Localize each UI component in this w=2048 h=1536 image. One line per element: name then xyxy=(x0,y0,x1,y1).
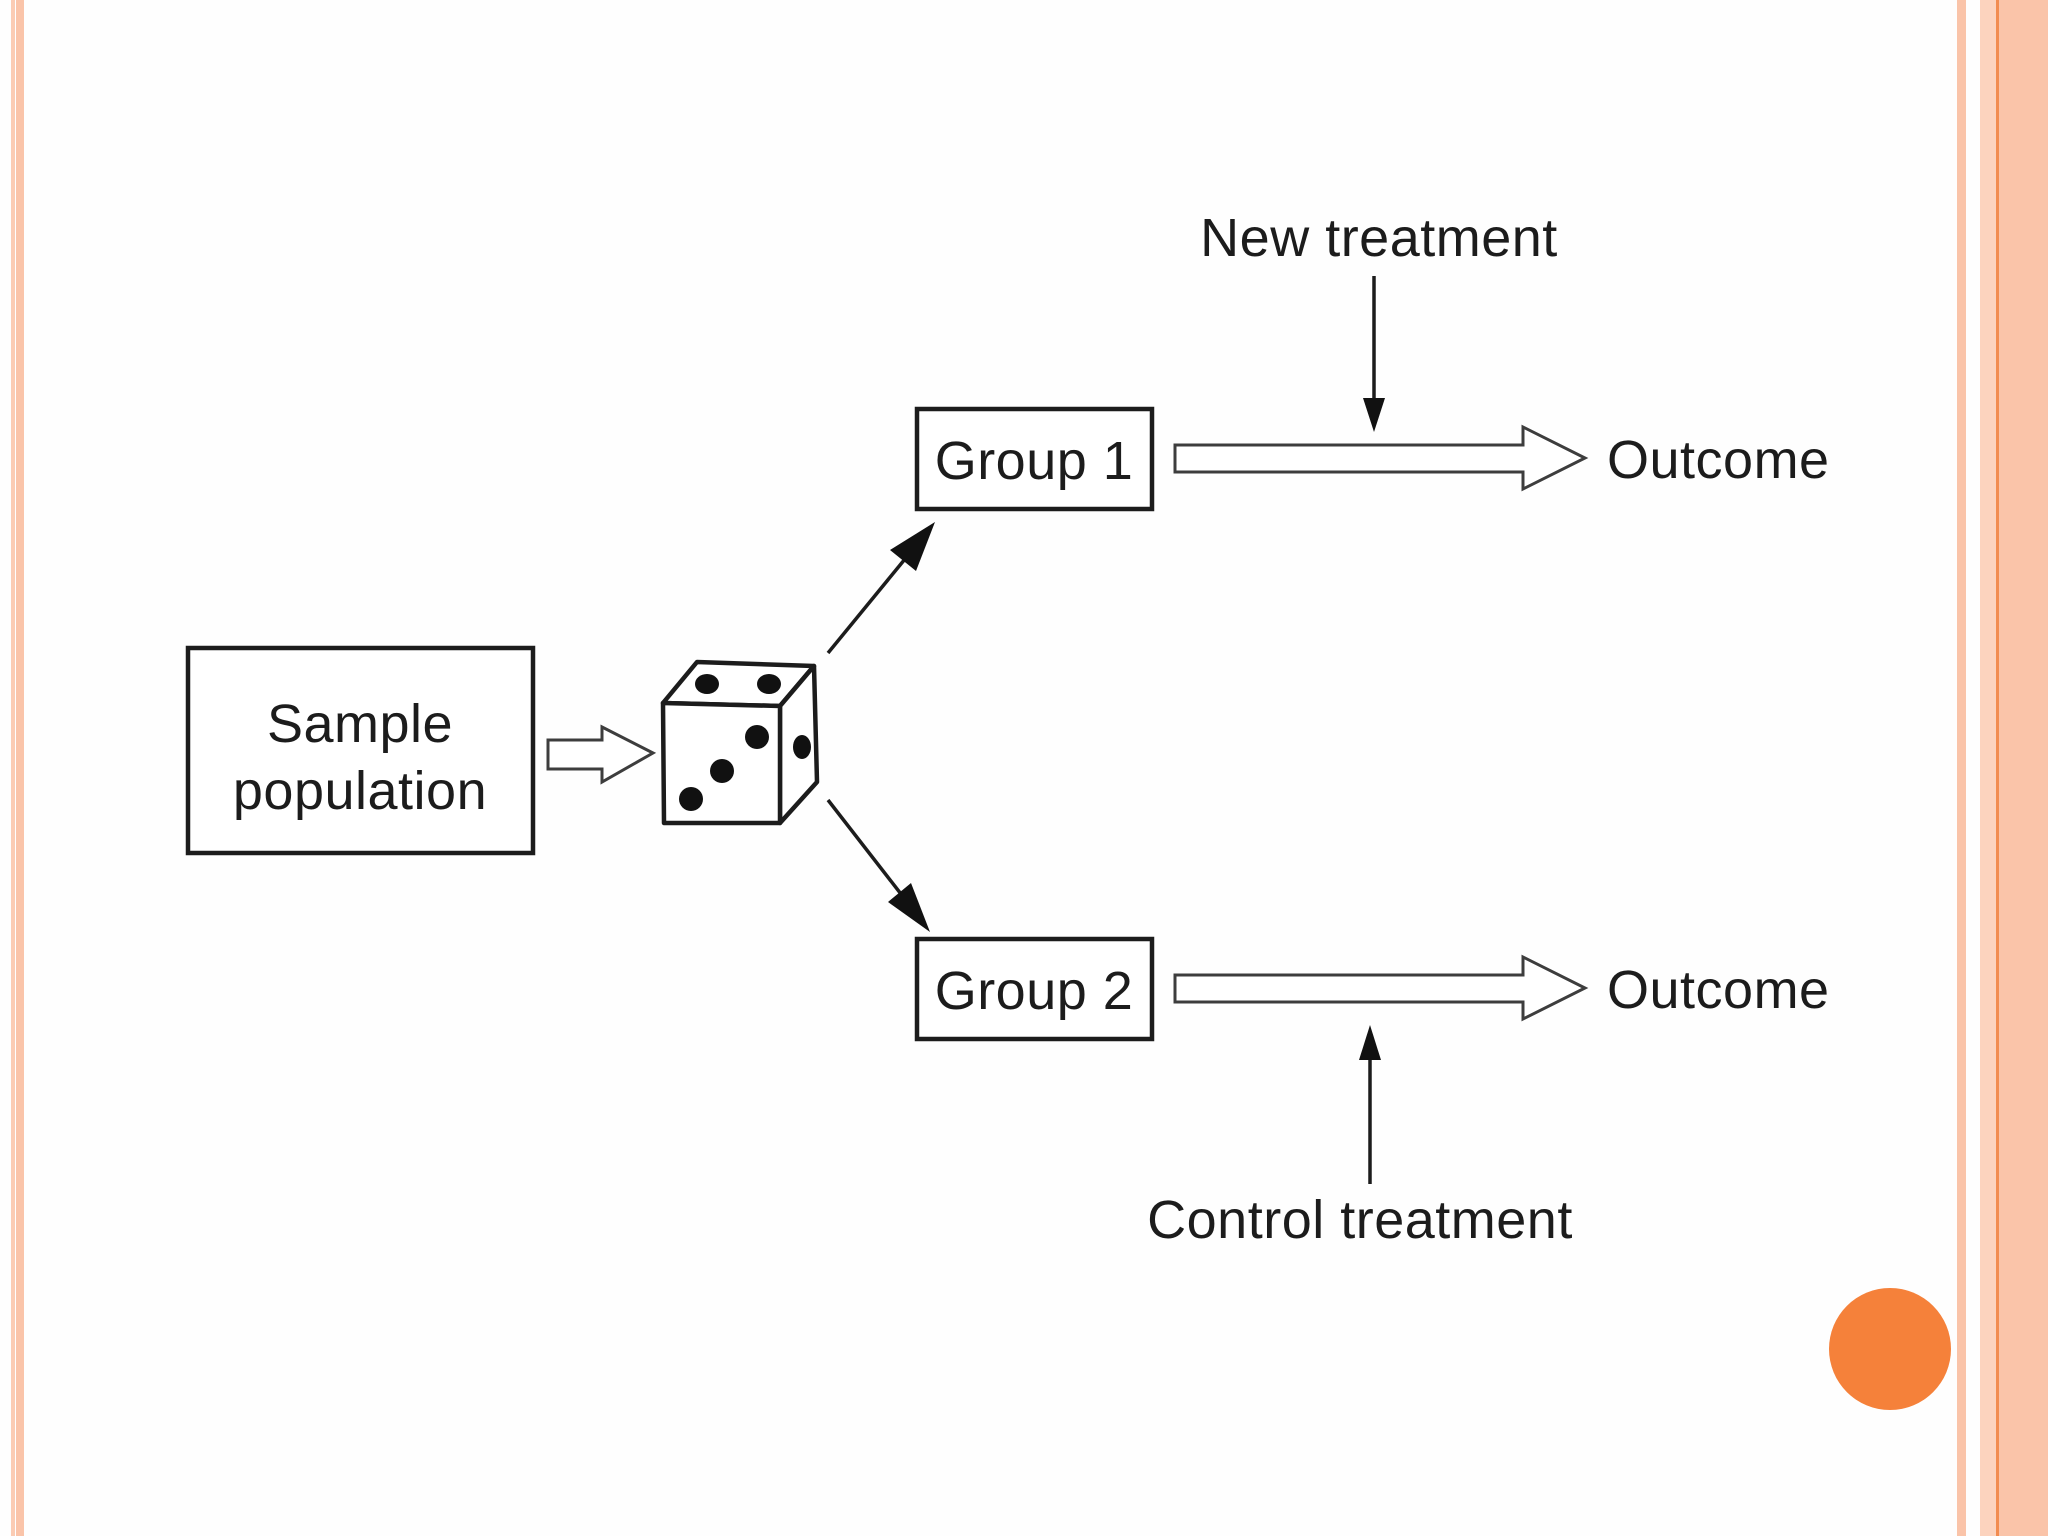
group1-to-outcome-block-arrow-icon xyxy=(1173,424,1589,492)
dice-pip xyxy=(710,759,734,783)
dice-pip xyxy=(695,674,719,694)
dice-pip xyxy=(679,787,703,811)
new-treatment-label: New treatment xyxy=(1200,208,1558,268)
allocation-arrowhead xyxy=(890,522,935,571)
group-2-label: Group 2 xyxy=(935,961,1134,1021)
group-2-box: Group 2 xyxy=(914,936,1155,1042)
new-treatment-arrow-down-icon xyxy=(1363,276,1385,432)
dice-pip xyxy=(757,674,781,694)
control-treatment-label: Control treatment xyxy=(1147,1190,1573,1250)
sample-population-label-line2: population xyxy=(233,761,487,821)
allocation-arrowhead xyxy=(888,883,930,932)
group2-to-outcome-block-arrow-icon xyxy=(1173,954,1589,1022)
outcome-label-top: Outcome xyxy=(1607,430,1830,490)
dice-icon xyxy=(660,659,820,826)
left-border-stripe-thin xyxy=(11,0,15,1536)
allocation-arrow-line xyxy=(826,798,903,896)
sample-population-rect xyxy=(185,645,536,856)
group-2-rect xyxy=(914,936,1155,1042)
treatment-arrowhead xyxy=(1363,398,1385,432)
group-1-label: Group 1 xyxy=(935,431,1134,491)
sample-to-dice-block-arrow-icon xyxy=(546,724,657,785)
right-border-band-main xyxy=(1999,0,2048,1536)
left-border-stripe-thick xyxy=(16,0,24,1536)
sample-population-label-line1: Sample xyxy=(267,694,453,754)
right-border-stripe-inner xyxy=(1957,0,1966,1536)
outcome-label-bottom: Outcome xyxy=(1607,960,1830,1020)
group-1-box: Group 1 xyxy=(914,406,1155,512)
right-border-accent-line xyxy=(1996,0,1999,1536)
sample-population-box: Sample population xyxy=(185,645,536,856)
allocation-arrow-to-group2-icon xyxy=(826,798,930,932)
dice-pip xyxy=(745,725,769,749)
group-1-rect xyxy=(914,406,1155,512)
treatment-arrowhead xyxy=(1359,1025,1381,1060)
allocation-arrow-line xyxy=(826,557,907,655)
right-border-band-light xyxy=(1980,0,1997,1536)
accent-dot-icon xyxy=(1829,1288,1951,1410)
allocation-arrow-to-group1-icon xyxy=(826,522,935,655)
control-treatment-arrow-up-icon xyxy=(1359,1025,1381,1184)
dice-pip xyxy=(793,735,811,759)
